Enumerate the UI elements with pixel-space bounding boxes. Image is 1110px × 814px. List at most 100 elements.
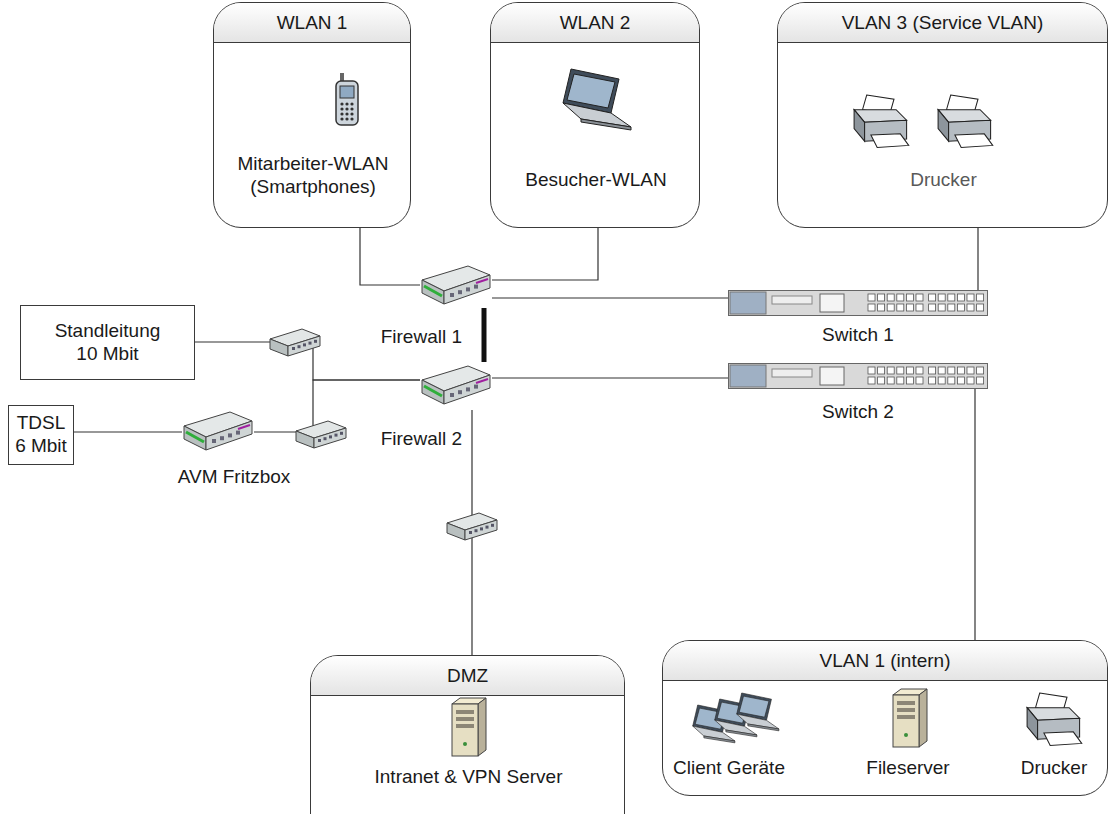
group-body-text: Mitarbeiter-WLAN (Smartphones) bbox=[218, 153, 408, 199]
switch-icon-part bbox=[868, 377, 875, 384]
switch-icon-part bbox=[916, 377, 923, 384]
device-label: Firewall 1 bbox=[381, 326, 462, 349]
firewall-icon-part bbox=[422, 280, 444, 304]
server-icon-part bbox=[919, 689, 927, 747]
firewall-icon-part bbox=[422, 380, 444, 404]
firewall-icon-part bbox=[474, 385, 478, 389]
switch-icon-part bbox=[948, 367, 955, 374]
switch-icon-part bbox=[916, 304, 923, 311]
switch-icon-part bbox=[957, 294, 964, 301]
smartphone-icon-part bbox=[340, 112, 343, 115]
firewall-icon-part bbox=[450, 393, 454, 397]
firewall-icon bbox=[184, 412, 252, 450]
switch-icon-part bbox=[977, 367, 984, 374]
switch-icon-part bbox=[948, 377, 955, 384]
hub-icon-part bbox=[335, 434, 338, 437]
server-icon-part bbox=[897, 715, 915, 719]
server-icon-part bbox=[456, 710, 474, 714]
uplink-box: TDSL 6 Mbit bbox=[8, 405, 74, 465]
hub-icon-part bbox=[298, 345, 301, 348]
hub-icon-part bbox=[465, 520, 497, 540]
network-cable bbox=[974, 389, 975, 640]
firewall-icon-part bbox=[424, 386, 442, 396]
server-icon bbox=[452, 698, 486, 756]
network-cable bbox=[360, 228, 420, 285]
server-icon-part bbox=[456, 724, 474, 728]
network-cable bbox=[492, 228, 598, 280]
laptop-icon-part bbox=[739, 696, 769, 717]
smartphone-icon-part bbox=[336, 81, 358, 125]
switch-icon-part bbox=[948, 304, 955, 311]
switch-icon-part bbox=[977, 304, 984, 311]
printer-icon bbox=[854, 95, 909, 148]
network-cable bbox=[492, 297, 728, 298]
smartphone-icon-part bbox=[345, 112, 348, 115]
hub-icon-part bbox=[303, 343, 306, 346]
firewall-icon-part bbox=[450, 293, 454, 297]
switch-icon-part bbox=[906, 377, 913, 384]
smartphone-icon-part bbox=[350, 107, 353, 110]
switch-icon-part bbox=[938, 367, 945, 374]
group-header: DMZ bbox=[311, 656, 624, 696]
switch-icon-part bbox=[887, 377, 894, 384]
firewall-icon-part bbox=[476, 379, 488, 383]
hub-icon-part bbox=[486, 526, 489, 529]
firewall-device: Firewall 1 bbox=[420, 262, 492, 308]
switch-icon-part bbox=[878, 367, 885, 374]
sync-link bbox=[482, 308, 487, 362]
printer-icon-part bbox=[938, 110, 949, 142]
smartphone-icon-part bbox=[340, 102, 343, 105]
switch-icon-part bbox=[977, 294, 984, 301]
smartphone-icon-part bbox=[350, 117, 353, 120]
hub-icon bbox=[296, 421, 346, 448]
switch-icon-part bbox=[897, 377, 904, 384]
switch-icon-part bbox=[868, 304, 875, 311]
printer-icon bbox=[1027, 693, 1082, 746]
hub-icon bbox=[270, 329, 320, 356]
switch-icon-part bbox=[967, 294, 974, 301]
printer-icon-part bbox=[1027, 708, 1038, 740]
network-cable bbox=[74, 431, 182, 432]
switch-icon-part bbox=[929, 294, 936, 301]
server-icon-part bbox=[893, 695, 919, 747]
hub-icon-part bbox=[475, 529, 478, 532]
switch-icon-part bbox=[977, 377, 984, 384]
smartphone-icon-part bbox=[340, 86, 354, 98]
switch-icon-part bbox=[887, 304, 894, 311]
switch-icon-part bbox=[906, 294, 913, 301]
firewall-icon-part bbox=[184, 426, 206, 450]
printer-icon-part bbox=[955, 134, 993, 148]
firewall-icon-part bbox=[444, 375, 490, 404]
device-label: Switch 1 bbox=[822, 324, 894, 347]
firewall-icon-part bbox=[476, 279, 488, 283]
switch-icon-part bbox=[730, 292, 766, 314]
laptop-icon bbox=[563, 69, 631, 130]
group-header: WLAN 2 bbox=[491, 3, 699, 43]
printer-icon-part bbox=[871, 134, 909, 148]
laptop-icon-part bbox=[748, 724, 779, 731]
firewall-icon bbox=[422, 266, 490, 304]
switch-icon-part bbox=[772, 296, 812, 304]
smartphone-icon-part bbox=[350, 102, 353, 105]
hub-icon-part bbox=[270, 339, 288, 356]
hub-icon-part bbox=[292, 347, 295, 350]
network-cable bbox=[977, 228, 978, 290]
switch-icon-part bbox=[868, 294, 875, 301]
group-header: VLAN 1 (intern) bbox=[663, 641, 1107, 681]
switch-icon bbox=[729, 364, 988, 389]
firewall-icon-part bbox=[466, 387, 470, 391]
switch-icon-part bbox=[868, 367, 875, 374]
switch-icon bbox=[729, 291, 988, 316]
laptop-icon-part bbox=[567, 74, 615, 108]
laptop-icon-part bbox=[581, 119, 631, 130]
group-body-text: Besucher-WLAN bbox=[495, 169, 697, 192]
server-icon bbox=[893, 689, 927, 747]
hub-icon-part bbox=[314, 340, 317, 343]
vlan-group: VLAN 3 (Service VLAN)Drucker bbox=[777, 2, 1108, 228]
laptop-icon bbox=[737, 693, 779, 731]
switch-icon-part bbox=[887, 294, 894, 301]
firewall-icon-part bbox=[212, 439, 216, 443]
laptop-icon-part bbox=[704, 736, 735, 743]
smartphone-icon-part bbox=[345, 102, 348, 105]
switch-icon-part bbox=[967, 377, 974, 384]
